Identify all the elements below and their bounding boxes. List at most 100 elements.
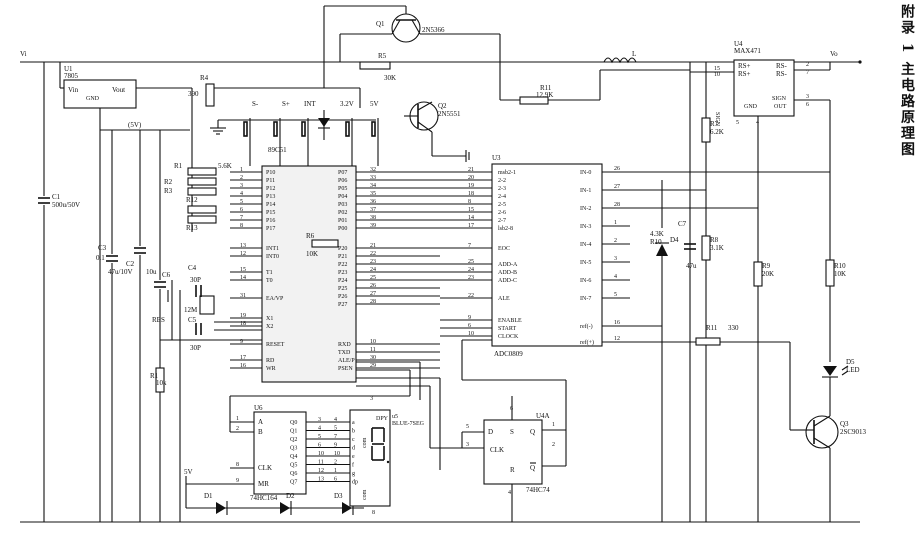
mcu-right-pin-name: P03 [338,202,347,208]
mcu-left-pin-name: P15 [266,210,275,216]
mcu-left-pin-number: 9 [240,339,243,345]
q2-leg [417,101,433,111]
mcu-left-pin-number: 7 [240,215,243,221]
switch-int[interactable]: INT [301,100,316,140]
crystal-12m [199,295,215,315]
switch-s-plus[interactable]: S+ [273,100,290,140]
dpy-segment-label: g [352,471,355,477]
dpy-segment-label: a [352,420,355,426]
dpy-segment-pin: 6 [334,477,337,483]
d5-ref: D5 [846,358,855,366]
hc164-output-name: Q7 [290,480,297,486]
dpy-com2: com [362,489,368,500]
hc74-qn: Q [530,464,535,472]
hc164-output-name: Q3 [290,446,297,452]
switch-int-label: INT [304,100,316,108]
d2-diode: D2 [280,492,295,515]
mcu-right-pin-number: 34 [370,183,376,189]
r1b-value: 10k [156,379,167,387]
c7-ref: C7 [678,220,687,228]
hc164-output-pin: 6 [318,443,321,449]
mcu-left-pin-number: 18 [240,321,246,327]
adc-left-pin-number: 7 [468,243,471,249]
mcu-right-pin-name: P07 [338,170,347,176]
mcu-left-pin-name: RESET [266,342,285,348]
adc-left-pin-name: ADD-C [498,278,517,284]
r10-value: 10K [834,270,846,278]
mcu-right-pin-number: 32 [370,167,376,173]
hc164-output-pin: 3 [318,417,321,423]
q1-part: 2N5366 [422,26,445,34]
hc74-pin1: 1 [552,422,555,428]
hc164-pin-clk: 8 [236,462,239,468]
status-led [318,110,330,140]
adc-right-pin-name: IN-2 [580,206,591,212]
q3-leg [813,415,831,427]
adc-left-pin-number: 9 [468,315,471,321]
mcu-left-pin-name: EA/VP [266,296,284,302]
mcu-part-label: 89C51 [268,146,287,154]
mcu-right-pins: 32P0733P0634P0535P0436P0337P0238P0139P00… [338,167,440,372]
hc164-clk: CLK [258,464,272,472]
mcu-left-pin-number: 14 [240,275,246,281]
c3-ref: C3 [98,244,107,252]
d4-ref: D4 [670,236,679,244]
r11-ref: R11 [540,84,552,92]
mcu-right-pin-number: 38 [370,215,376,221]
hc74-r: R [510,466,515,474]
mcu-left-pin-name: T1 [266,270,273,276]
dpy-label: DPY [376,416,389,422]
u1-part: 7805 [64,72,79,80]
d4-diode [656,244,668,256]
r9-resistor [753,261,763,287]
dpy-segment-label: e [352,454,355,460]
net-5v-b: 5V [184,468,193,476]
c6-ref: C6 [162,271,171,279]
mcu-left-pin-name: P12 [266,186,275,192]
c4-ref: C4 [188,264,197,272]
max471-part: MAX471 [734,47,761,55]
dpy-blue: BLUE-7SEG [392,421,425,427]
mcu-left-pin-number: 12 [240,251,246,257]
mcu-right-pin-name: PSEN [338,366,353,372]
max471-gnd: GND [744,104,758,110]
switch-3v2[interactable]: 3.2V [340,100,354,140]
q2-leg [417,121,433,133]
mcu-left-pin-name: P17 [266,226,275,232]
hc74-clk: CLK [490,446,504,454]
q3-part: 2SC9013 [840,428,867,436]
adc-left-pin-number: 18 [468,191,474,197]
hc164-pin-mr: 9 [236,478,239,484]
adc-right-pin-name: IN-5 [580,260,591,266]
switch-5v[interactable]: 5V [370,100,379,140]
adc-left-pin-name: msb2-1 [498,170,516,176]
r6-resistor [311,239,339,248]
mcu-right-pin-number: 30 [370,355,376,361]
max471-rsp1: RS+ [738,62,751,70]
max471-p7: 7 [806,70,809,76]
adc-right-pin-name: IN-1 [580,188,591,194]
hc164-a: A [258,418,263,426]
mcu-right-pin-name: P24 [338,278,347,284]
adc-right-pin-number: 5 [614,292,617,298]
u1-ref: U1 [64,65,73,73]
r3-ref: R3 [164,187,173,195]
max471-rsm1: RS- [776,62,788,70]
hc164-pin-a: 1 [236,416,239,422]
hc74-ref: U4A [536,412,550,420]
r7-resistor [701,117,711,143]
mcu-left-pin-number: 19 [240,313,246,319]
mcu-right-pin-number: 24 [370,267,376,273]
adc-right-pins: 26IN-027IN-128IN-21IN-32IN-43IN-54IN-65I… [580,166,630,346]
switch-s-plus-label: S+ [282,100,290,108]
hc164-output-name: Q0 [290,420,297,426]
adc-left-pin-name: lsb2-8 [498,226,513,232]
r9-ref: R9 [762,262,771,270]
adc-left-pin-number: 23 [468,275,474,281]
hc164-pin-b: 2 [236,426,239,432]
inductor-label: L [632,50,636,58]
r7-ref: R7 [710,120,719,128]
switch-s-minus[interactable]: S- [243,100,259,140]
